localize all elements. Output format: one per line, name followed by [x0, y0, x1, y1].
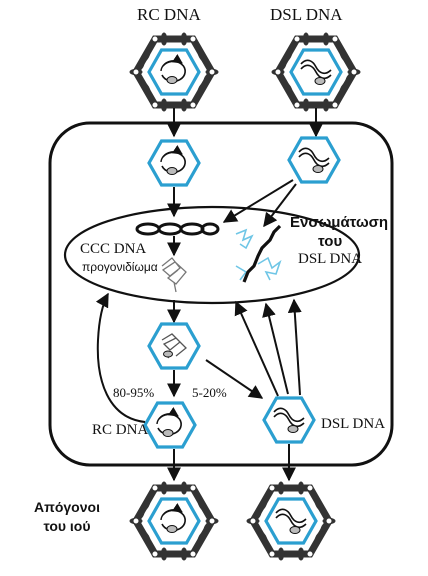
virion-rc-top [130, 33, 219, 112]
arrow-dsl-reimport-1 [234, 300, 279, 397]
arrow-dsl-reimport-2 [262, 302, 289, 395]
label-rc-dna-mature: RC DNA [92, 422, 149, 438]
cccdna-symbol [135, 222, 220, 236]
label-rc-dna-top: RC DNA [137, 5, 201, 24]
label-dsl-dna-mature: DSL DNA [321, 416, 386, 432]
arrow-dsl-to-nucleus [222, 179, 294, 223]
virion-dsl-progeny [247, 482, 336, 561]
virion-rc-progeny [130, 482, 219, 561]
label-pregenome: προγονιδίωμα [82, 260, 158, 274]
arrow-rc-recycling [95, 292, 146, 423]
label-dsl-dna-top: DSL DNA [270, 5, 343, 24]
label-pct-rc: 80-95% [113, 385, 155, 400]
label-integration-2: του [318, 233, 343, 250]
label-progeny-1: Απόγονοι [34, 499, 100, 515]
capsid-rc-cytoplasm [147, 139, 201, 187]
label-pct-dsl: 5-20% [192, 385, 227, 400]
label-integration-3: DSL DNA [298, 251, 363, 267]
virion-dsl-top [272, 33, 361, 112]
label-progeny-2: του ιού [43, 518, 91, 534]
capsid-pregenome [147, 322, 201, 370]
cell-outline [48, 121, 394, 467]
nucleus-outline [63, 205, 361, 305]
integrated-dna-symbol [235, 224, 282, 283]
arrow-to-mature-dsl [205, 359, 264, 399]
capsid-mature-dsl [262, 396, 316, 444]
label-ccc-dna: CCC DNA [80, 241, 147, 257]
arrow-dsl-to-host-dna [263, 183, 297, 228]
arrow-dsl-reimport-3 [287, 298, 302, 396]
label-integration-1: Ενσωμάτωση [290, 214, 389, 231]
capsid-mature-rc [143, 401, 197, 449]
pregenome-rna-symbol [161, 257, 187, 293]
capsid-dsl-cytoplasm [287, 136, 341, 184]
